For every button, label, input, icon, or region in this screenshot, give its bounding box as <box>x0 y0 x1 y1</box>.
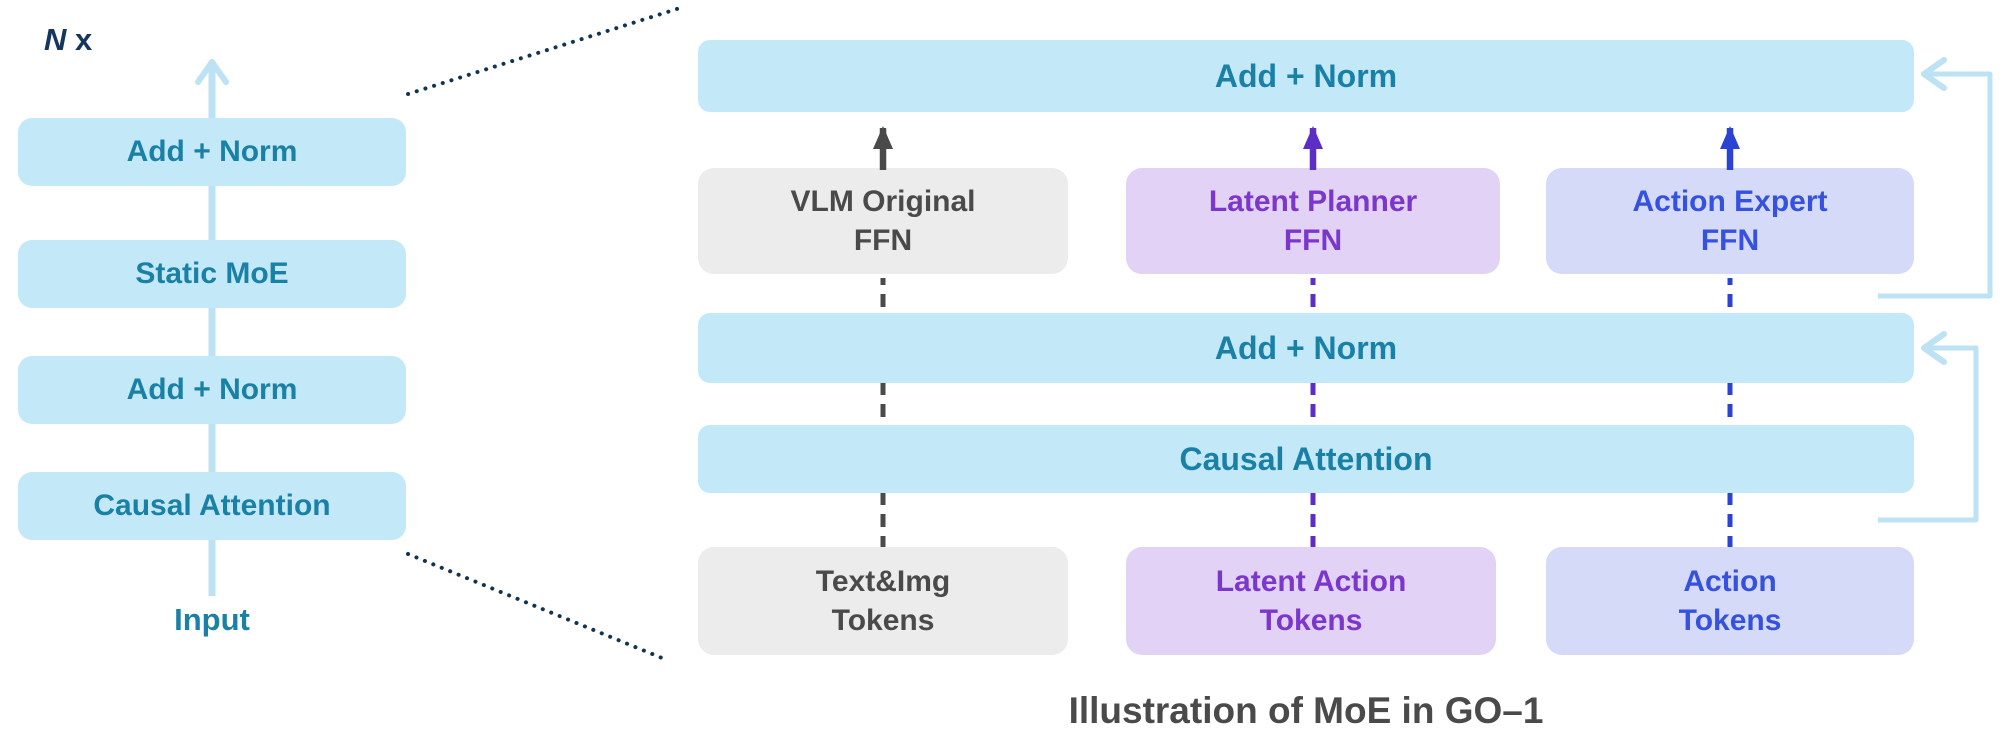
left-block-static-moe: Static MoE <box>18 240 406 308</box>
input-label: Input <box>174 602 250 637</box>
ffn-box-latent-planner-line2: FFN <box>1283 224 1343 257</box>
token-box-text-img-line2: Tokens <box>831 604 935 637</box>
repeat-count-x: x <box>75 22 93 57</box>
ffn-box-action-expert: Action Expert FFN <box>1546 168 1914 274</box>
ffn-box-latent-planner-line1: Latent Planner <box>1208 185 1418 218</box>
token-box-latent-action-line2: Tokens <box>1259 604 1363 637</box>
ffn-box-vlm-line2: FFN <box>853 224 913 257</box>
right-mid-add-norm-bar: Add + Norm <box>698 313 1914 383</box>
zoom-guide-top-dotted-line <box>406 6 682 96</box>
right-causal-attention-bar: Causal Attention <box>698 425 1914 493</box>
token-box-action-line2: Tokens <box>1678 604 1782 637</box>
token-box-latent-action-line1: Latent Action <box>1215 565 1407 598</box>
residual-connection-top <box>1878 57 1993 299</box>
left-block-add-norm-top: Add + Norm <box>18 118 406 186</box>
left-block-causal-attention: Causal Attention <box>18 472 406 540</box>
repeat-count-n: N <box>44 22 67 57</box>
right-top-add-norm-bar: Add + Norm <box>698 40 1914 112</box>
ffn-box-action-expert-line1: Action Expert <box>1632 185 1828 218</box>
ffn-box-vlm-line1: VLM Original <box>790 185 976 218</box>
ffn-box-vlm-original: VLM Original FFN <box>698 168 1068 274</box>
token-box-latent-action: Latent Action Tokens <box>1126 547 1496 655</box>
residual-connection-mid <box>1878 331 1979 523</box>
zoom-guide-bottom-dotted-line <box>406 552 664 660</box>
repeat-count-label: N x <box>44 22 92 58</box>
ffn-box-action-expert-line2: FFN <box>1700 224 1760 257</box>
token-box-action: Action Tokens <box>1546 547 1914 655</box>
token-box-action-line1: Action <box>1683 565 1777 598</box>
left-block-add-norm-bottom: Add + Norm <box>18 356 406 424</box>
token-box-text-img-line1: Text&Img <box>815 565 951 598</box>
token-box-text-img: Text&Img Tokens <box>698 547 1068 655</box>
diagram-caption: Illustration of MoE in GO–1 <box>1068 690 1544 731</box>
ffn-box-latent-planner: Latent Planner FFN <box>1126 168 1500 274</box>
